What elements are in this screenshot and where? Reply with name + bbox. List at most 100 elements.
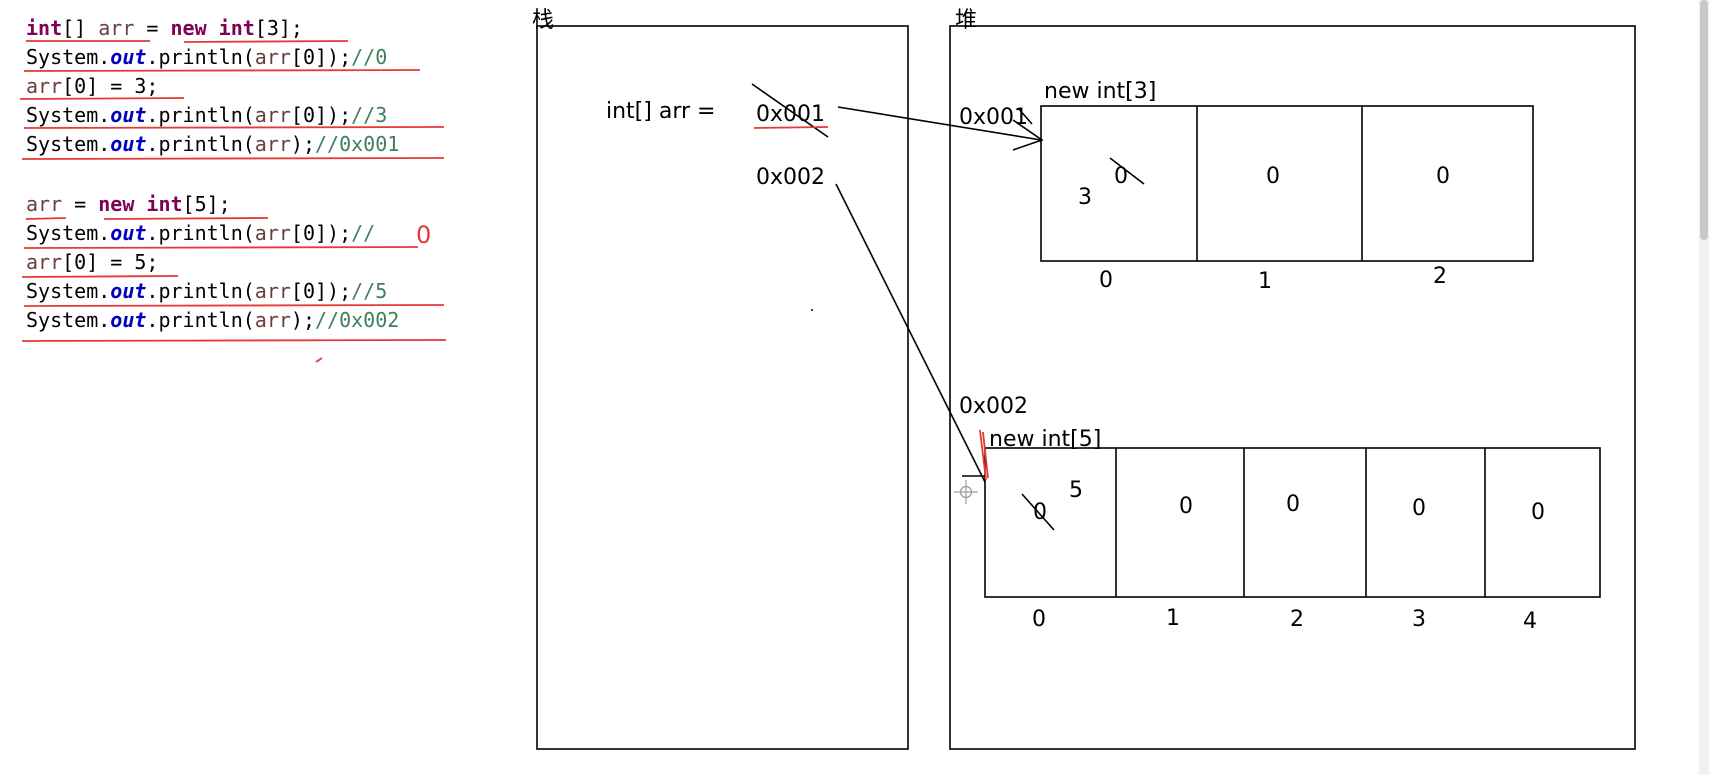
code-line: System.out.println(arr);//0x001: [26, 132, 399, 156]
code-listing: int[] arr = new int[3]; System.out.print…: [26, 16, 431, 332]
code-token: .println(: [146, 45, 254, 69]
array1-index: 1: [1258, 269, 1272, 294]
code-line: System.out.println(arr[0]);//3: [26, 103, 387, 127]
array2-box: [984, 447, 1601, 598]
code-token: new: [171, 16, 208, 40]
code-token: System.: [26, 221, 110, 245]
heap-region: 堆 0x001 new int[3] 0 0 0 3 0 1 2 0x002 n…: [949, 8, 1636, 750]
array2-address: 0x002: [959, 394, 1028, 419]
arrow-tick-array1: [1017, 107, 1033, 125]
heap-frame: [949, 25, 1636, 750]
code-token: out: [110, 103, 146, 127]
code-token: );: [291, 132, 315, 156]
stack-label: 栈: [532, 8, 554, 33]
code-token: int: [26, 16, 62, 40]
code-token: new: [98, 192, 135, 216]
array2-overwrite-value: 5: [1069, 478, 1083, 503]
vertical-scrollbar[interactable]: [1699, 0, 1709, 775]
code-token: System.: [26, 279, 110, 303]
array2-index: 0: [1032, 607, 1046, 632]
code-token: [0]);: [291, 103, 351, 127]
stack-old-address: 0x001: [756, 102, 825, 127]
array2-index: 4: [1523, 609, 1537, 634]
code-token: .println(: [146, 308, 254, 332]
code-token: System.: [26, 308, 110, 332]
code-token: //: [351, 221, 375, 245]
array1-cell-value: 0: [1436, 164, 1450, 189]
array2-index: 2: [1290, 607, 1304, 632]
stray-dot: [811, 309, 813, 311]
code-line: arr[0] = 5;: [26, 250, 158, 274]
heap-array-2: 0x002 new int[5] 0 0 0 0 0 5 0 1 2 3 4: [959, 394, 1601, 634]
code-token: out: [110, 132, 146, 156]
code-token: [5];: [183, 192, 231, 216]
old-address-underline: [753, 126, 829, 129]
code-token: //3: [351, 103, 387, 127]
strike-array2-value: [1021, 493, 1055, 531]
code-token: []: [62, 16, 98, 40]
code-token: out: [110, 308, 146, 332]
code-token: arr: [26, 250, 62, 274]
scrollbar-thumb[interactable]: [1700, 0, 1708, 240]
array1-index: 2: [1433, 264, 1447, 289]
code-token: arr: [26, 74, 62, 98]
array2-cell-value: 0: [1033, 500, 1047, 525]
heap-label: 堆: [955, 8, 977, 33]
code-token: .println(: [146, 221, 254, 245]
code-line: System.out.println(arr);//0x002: [26, 308, 399, 332]
code-token: arr: [26, 192, 62, 216]
code-token: );: [291, 308, 315, 332]
code-line: arr = new int[5];: [26, 192, 231, 216]
arrow-head-array2: [979, 429, 989, 481]
code-token: out: [110, 221, 146, 245]
code-token: System.: [26, 132, 110, 156]
code-token: .println(: [146, 279, 254, 303]
array1-index: 0: [1099, 268, 1113, 293]
code-token: [0] = 3;: [62, 74, 158, 98]
stack-new-address: 0x002: [756, 165, 825, 190]
array2-cell-value: 0: [1286, 492, 1300, 517]
arrow-head-array1: [1012, 119, 1044, 151]
array1-cell-value: 0: [1266, 164, 1280, 189]
code-token: [0] = 5;: [62, 250, 158, 274]
code-token: //0x001: [315, 132, 399, 156]
stack-var-label: int[] arr =: [606, 99, 715, 124]
code-underlines: [19, 40, 447, 363]
array1-address: 0x001: [959, 105, 1028, 130]
code-line: System.out.println(arr[0]);//: [26, 221, 375, 245]
strike-array1-value: [1109, 157, 1145, 185]
heap-array-1: 0x001 new int[3] 0 0 0 3 0 1 2: [959, 79, 1534, 294]
code-token: [0]);: [291, 221, 351, 245]
code-token: //5: [351, 279, 387, 303]
array1-label: new int[3]: [1044, 79, 1156, 104]
code-token: //0x002: [315, 308, 399, 332]
array2-cell-value: 0: [1531, 500, 1545, 525]
code-token: //0: [351, 45, 387, 69]
array2-index: 3: [1412, 607, 1426, 632]
code-token: out: [110, 45, 146, 69]
code-token: [3];: [255, 16, 303, 40]
code-line: int[] arr = new int[3];: [26, 16, 303, 40]
stack-frame: [536, 25, 909, 750]
code-token: System.: [26, 103, 110, 127]
code-token: arr: [98, 16, 134, 40]
code-token: [207, 16, 219, 40]
arrow-to-array2: [835, 183, 986, 483]
code-token: [134, 192, 146, 216]
handwritten-result: 0: [416, 221, 431, 249]
reference-arrows: [835, 106, 1044, 483]
crosshair-cursor-icon: [954, 480, 978, 504]
code-token: int: [146, 192, 182, 216]
code-line: arr[0] = 3;: [26, 74, 158, 98]
code-token: [0]);: [291, 279, 351, 303]
array1-cell-value: 0: [1114, 164, 1128, 189]
code-token: arr: [255, 132, 291, 156]
array2-cell-value: 0: [1412, 496, 1426, 521]
code-token: int: [219, 16, 255, 40]
code-token: arr: [255, 221, 291, 245]
arrow-to-array1: [837, 106, 1042, 141]
array1-box: [1040, 105, 1534, 262]
code-line: System.out.println(arr[0]);//0: [26, 45, 387, 69]
code-token: [0]);: [291, 45, 351, 69]
